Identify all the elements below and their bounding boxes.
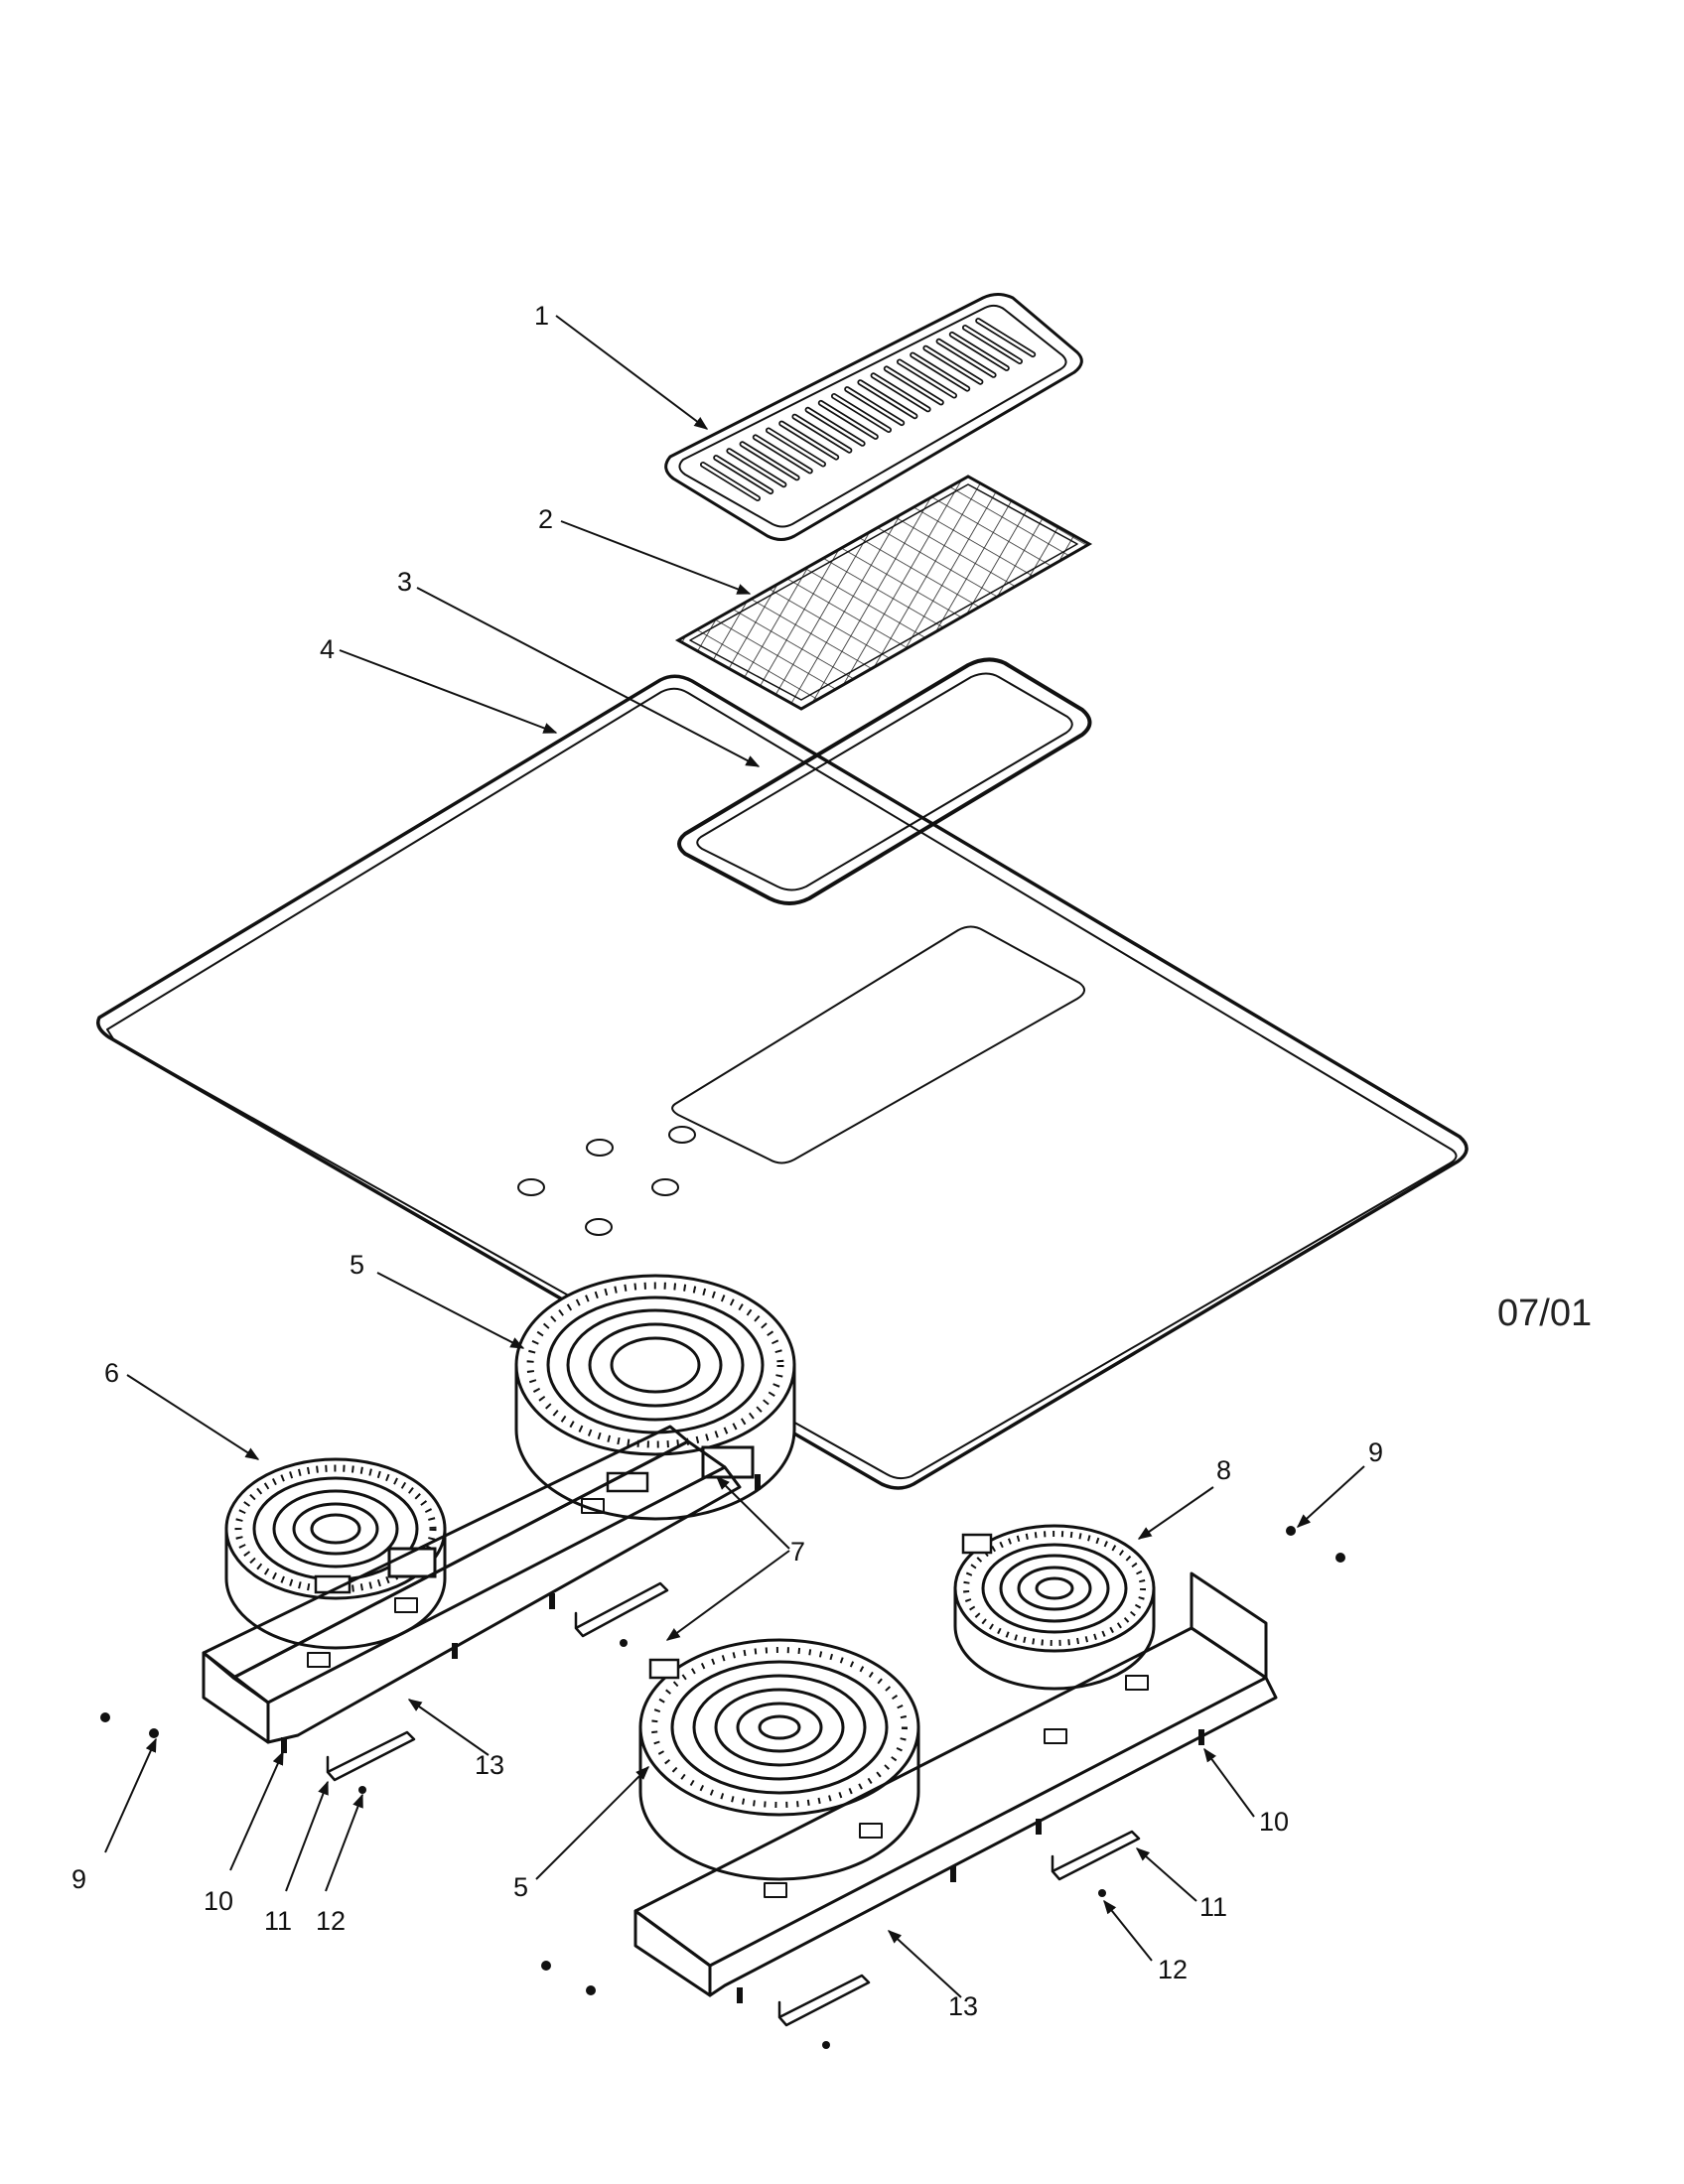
callout-3: 3 xyxy=(397,567,412,597)
grille-slot xyxy=(741,443,798,479)
grille-slot xyxy=(898,360,956,397)
cooktop-glass xyxy=(96,674,1469,1490)
callout-12-left: 12 xyxy=(316,1906,346,1936)
grille-slot xyxy=(793,415,851,452)
burner-large-center xyxy=(514,1274,796,1521)
grille-slot xyxy=(924,346,982,383)
grille-slot xyxy=(963,326,1022,363)
callout-8: 8 xyxy=(1216,1455,1231,1485)
callout-6: 6 xyxy=(104,1358,119,1388)
grille-slot xyxy=(779,422,838,459)
burner-large-front xyxy=(638,1638,920,1881)
callout-labels: 1 2 3 4 5 6 7 8 9 9 10 10 11 11 12 12 13… xyxy=(71,301,1383,2021)
vent-gasket xyxy=(677,657,1092,905)
callout-11-right: 11 xyxy=(1199,1892,1227,1922)
callout-4: 4 xyxy=(320,634,335,664)
grille-slot xyxy=(859,380,916,418)
callout-12-right: 12 xyxy=(1158,1955,1188,1984)
callout-5-upper: 5 xyxy=(350,1250,364,1280)
grille-slot xyxy=(728,449,785,486)
grille-slot xyxy=(832,394,891,432)
callout-1: 1 xyxy=(534,301,549,331)
grille-slots xyxy=(700,318,1037,501)
grille-slot xyxy=(937,340,995,377)
grille-slot xyxy=(911,353,969,390)
callout-7: 7 xyxy=(790,1537,805,1567)
clip xyxy=(326,1581,1141,2027)
grille-slot xyxy=(819,401,878,439)
filter-mesh xyxy=(674,475,1093,711)
callout-5-lower: 5 xyxy=(513,1872,528,1902)
callout-9-right: 9 xyxy=(1368,1437,1383,1467)
burner-small-left xyxy=(224,1457,447,1650)
grille-slot xyxy=(885,367,943,404)
grille-slot xyxy=(754,436,812,473)
callout-9-left: 9 xyxy=(71,1864,86,1894)
callout-10-right: 10 xyxy=(1259,1807,1289,1837)
callout-2: 2 xyxy=(538,504,553,534)
bracket-right xyxy=(633,1571,1278,1997)
leader-lines xyxy=(104,315,1365,1998)
callout-11-left: 11 xyxy=(264,1906,292,1936)
callout-13-left: 13 xyxy=(475,1750,504,1780)
grille-slot xyxy=(950,333,1009,370)
vent-grille xyxy=(664,293,1083,541)
burner-small-right xyxy=(953,1524,1156,1691)
grille-slot xyxy=(767,429,825,466)
grille-slot xyxy=(806,408,864,446)
date-code: 07/01 xyxy=(1497,1293,1592,1334)
callout-10-left: 10 xyxy=(204,1886,233,1916)
control-holes xyxy=(517,1126,696,1236)
callout-13-right: 13 xyxy=(948,1991,978,2021)
screws xyxy=(100,1474,1345,2049)
grille-slot xyxy=(976,319,1035,356)
grille-slot xyxy=(701,463,760,500)
grille-slot xyxy=(714,456,772,493)
grille-slot xyxy=(872,374,929,411)
grille-slot xyxy=(845,387,904,425)
